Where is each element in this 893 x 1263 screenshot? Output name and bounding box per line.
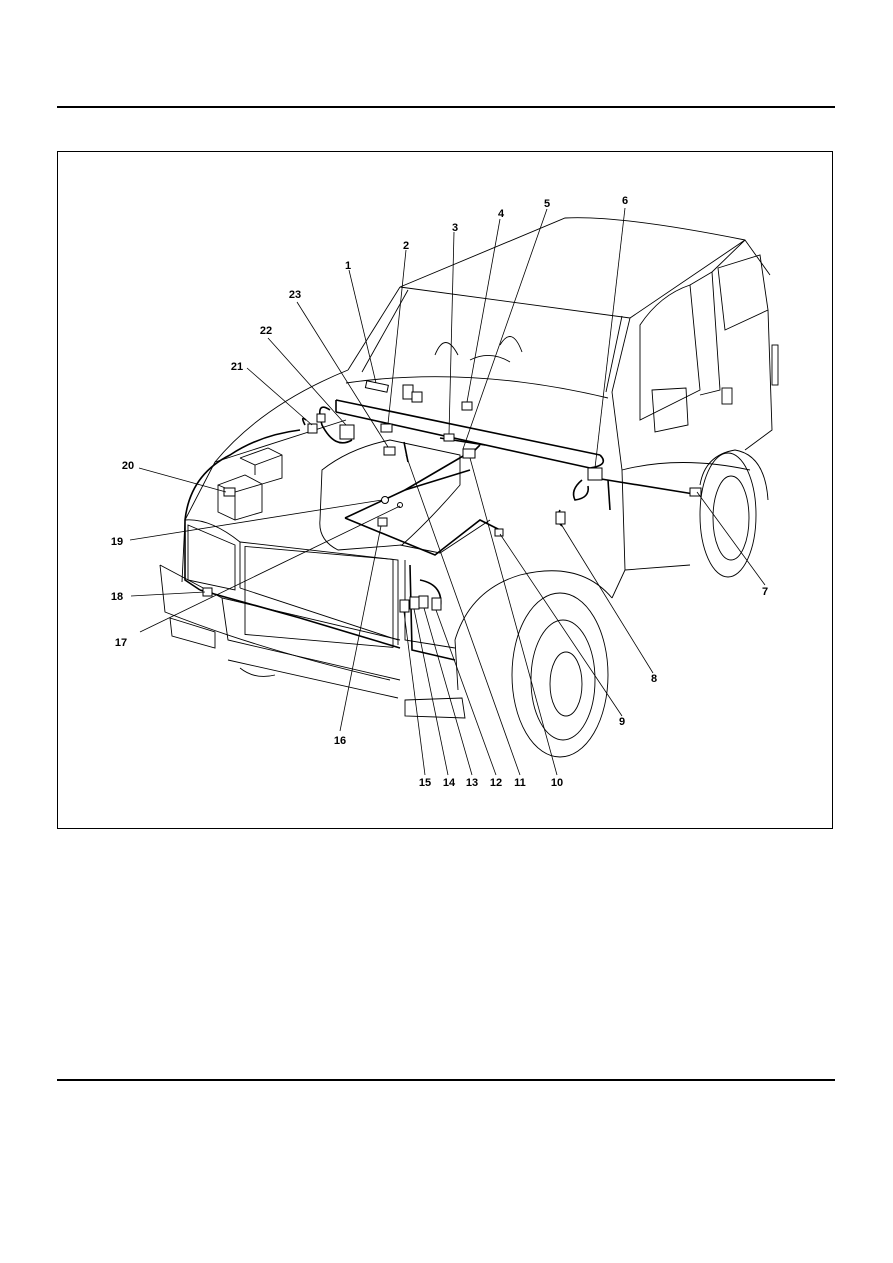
leader-16	[339, 525, 382, 732]
callout-14: 14	[443, 777, 456, 789]
leader-5	[462, 208, 548, 450]
callout-labels: 1 2 3 4 5 6 7 8 9 10 11 12 13 14 15 16 1…	[111, 195, 768, 789]
callout-23: 23	[289, 289, 301, 301]
callout-15: 15	[419, 777, 431, 789]
leader-18	[130, 591, 206, 597]
leader-8	[560, 523, 654, 674]
callout-19: 19	[111, 536, 123, 548]
leader-11	[405, 454, 521, 776]
leader-13	[423, 607, 473, 776]
leader-23	[296, 301, 389, 448]
leader-19	[129, 499, 383, 541]
callout-6: 6	[622, 195, 628, 207]
leader-3	[448, 231, 455, 435]
battery	[217, 447, 283, 521]
figure-frame	[57, 151, 833, 829]
top-rule	[57, 106, 835, 108]
callout-8: 8	[651, 673, 657, 685]
callout-4: 4	[498, 208, 505, 220]
leader-10	[469, 457, 558, 776]
callout-22: 22	[260, 325, 272, 337]
connectors	[202, 380, 702, 613]
callout-13: 13	[466, 777, 478, 789]
leader-14	[413, 608, 449, 776]
callout-3: 3	[452, 222, 458, 234]
callout-16: 16	[334, 735, 346, 747]
callout-18: 18	[111, 591, 123, 603]
leader-12	[435, 609, 497, 776]
wiring-harness	[184, 399, 701, 661]
bottom-rule	[57, 1079, 835, 1081]
leader-4	[466, 218, 501, 403]
callout-2: 2	[403, 240, 409, 252]
callout-5: 5	[544, 198, 550, 210]
leader-2	[387, 249, 407, 425]
callout-1: 1	[345, 260, 351, 272]
leader-lines	[129, 207, 766, 776]
leader-7	[696, 491, 766, 586]
callout-7: 7	[762, 586, 768, 598]
vehicle-body	[159, 217, 779, 758]
leader-15	[403, 611, 426, 776]
leader-6	[594, 207, 626, 469]
leader-1	[348, 269, 377, 384]
leader-21	[246, 367, 313, 426]
callout-21: 21	[231, 361, 243, 373]
leader-22	[267, 337, 347, 426]
callout-10: 10	[551, 777, 563, 789]
callout-11: 11	[514, 777, 526, 789]
callout-17: 17	[115, 637, 127, 649]
callout-20: 20	[122, 460, 134, 472]
leader-20	[138, 467, 227, 493]
callout-12: 12	[490, 777, 502, 789]
callout-9: 9	[619, 716, 625, 728]
leader-9	[499, 533, 623, 717]
leader-17	[139, 505, 401, 633]
